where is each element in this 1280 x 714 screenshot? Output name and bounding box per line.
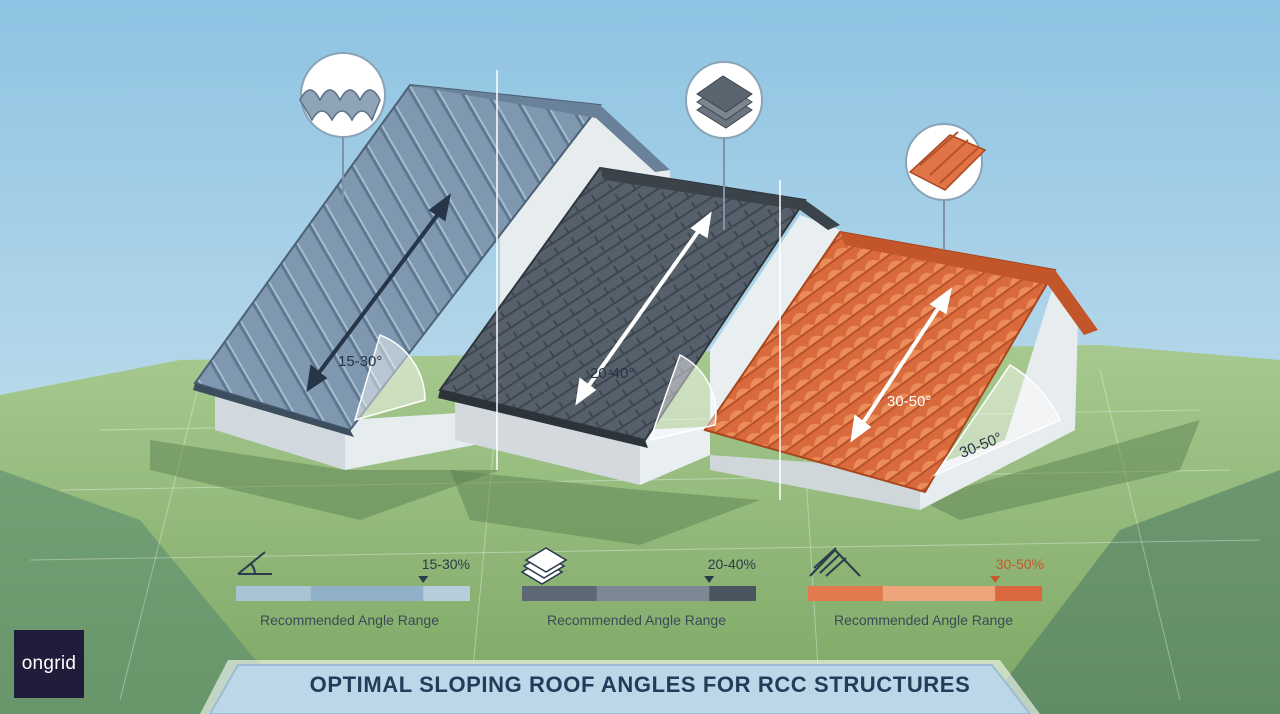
tile-slope-label: 30-50°	[887, 393, 931, 410]
range-bar-segment	[522, 586, 597, 601]
range-bar-segment	[310, 586, 424, 601]
shingle-protractor	[648, 353, 717, 442]
shingle-range-bar	[522, 576, 756, 601]
range-bar-segment	[596, 586, 710, 601]
tile-roof-icon	[809, 547, 861, 577]
range-marker	[704, 576, 715, 583]
clay-tile-icon	[905, 123, 987, 250]
metal-protractor	[353, 334, 426, 422]
tile-range-value: 30-50%	[995, 556, 1044, 572]
layers-icon	[520, 547, 568, 585]
tile-slope-arrow	[850, 287, 953, 443]
metal-slope-arrow	[306, 193, 451, 393]
metal-sheet-icon	[299, 52, 386, 210]
tile-protractor	[932, 363, 1062, 477]
shingle-stack-icon	[685, 61, 763, 230]
page-title: OPTIMAL SLOPING ROOF ANGLES FOR RCC STRU…	[309, 672, 971, 697]
shingle-slope-arrow	[575, 211, 712, 406]
angle-icon	[237, 551, 272, 575]
range-bar-segment	[709, 586, 756, 601]
tile-range-bar	[808, 576, 1042, 601]
range-marker	[418, 576, 429, 583]
metal-slope-label: 15-30°	[338, 353, 382, 370]
shingle-range-value: 20-40%	[707, 556, 756, 572]
range-bar-segment	[995, 586, 1042, 601]
range-bar-segment	[236, 586, 311, 601]
brand-logo: ongrid	[14, 630, 84, 698]
shingle-range-caption: Recommended Angle Range	[547, 612, 727, 628]
metal-range-bar	[236, 576, 470, 601]
tile-roof-house	[703, 230, 1098, 510]
range-marker	[990, 576, 1001, 583]
metal-range-caption: Recommended Angle Range	[260, 612, 440, 628]
range-bar-segment	[423, 586, 470, 601]
range-bar-segment	[882, 586, 996, 601]
range-bar-segment	[808, 586, 883, 601]
shingle-slope-label: 20-40°	[590, 365, 634, 382]
title-banner	[208, 664, 1032, 714]
tile-range-caption: Recommended Angle Range	[834, 612, 1014, 628]
metal-range-value: 15-30%	[421, 556, 470, 572]
